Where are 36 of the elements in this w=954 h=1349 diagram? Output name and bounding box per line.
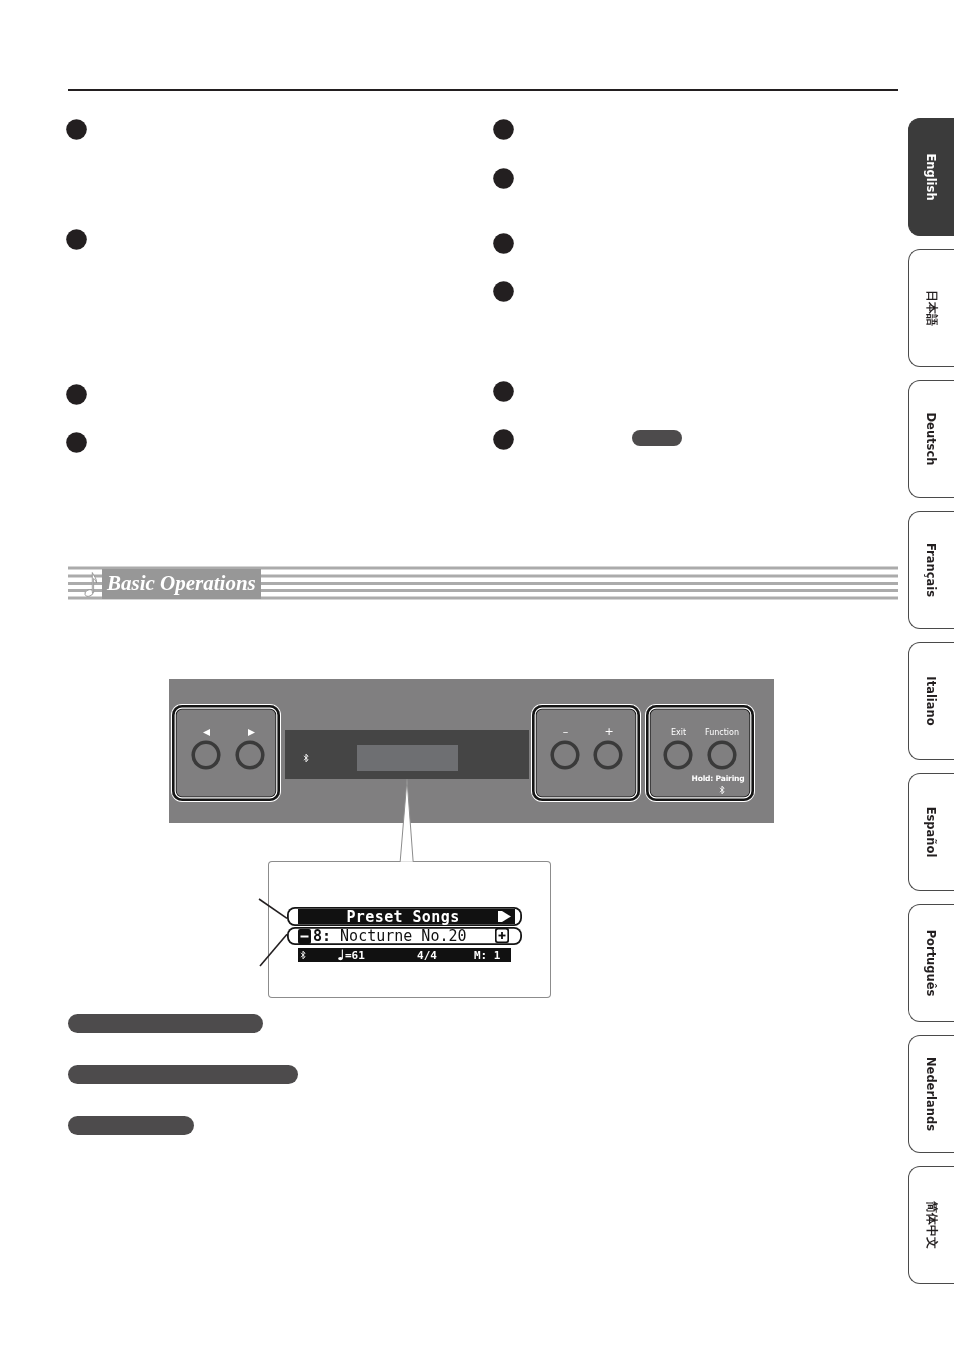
button-frame (646, 705, 754, 801)
button-label: – (562, 724, 569, 738)
pill-bar (632, 430, 682, 446)
button-label: Function (705, 727, 739, 737)
display-line (287, 907, 522, 926)
button-frame (532, 705, 640, 801)
pill-bar (68, 1065, 298, 1084)
lcd-window (357, 745, 458, 771)
language-tab: Italiano (908, 642, 954, 760)
language-tab: English (908, 118, 954, 236)
pill-bar (68, 1014, 263, 1033)
display-line (287, 926, 522, 945)
language-tab: Deutsch (908, 380, 954, 498)
leader-line (258, 898, 288, 920)
leader-line (259, 933, 288, 967)
language-tab: 日本語 (908, 249, 954, 367)
status-text: M: 1 (474, 948, 501, 962)
language-tab: Nederlands (908, 1035, 954, 1153)
status-text: =61 (345, 948, 365, 962)
control-panel (169, 679, 774, 823)
status-text: 4/4 (417, 948, 437, 962)
language-tab: 简体中文 (908, 1166, 954, 1284)
language-tab: Français (908, 511, 954, 629)
display-text: 8: Nocturne No.20 (313, 927, 467, 945)
language-tab: Español (908, 773, 954, 891)
button-label: Exit (671, 727, 687, 737)
pill-bar (68, 1116, 194, 1135)
button-label: + (604, 724, 614, 738)
highlight-bar: Preset Songs (298, 909, 496, 924)
display-strip (285, 730, 529, 779)
language-tab: Português (908, 904, 954, 1022)
callout-pointer (399, 778, 414, 863)
callout-box (268, 861, 551, 998)
status-bar (298, 948, 511, 962)
button-frame (172, 705, 280, 801)
section-heading: Basic Operations (102, 569, 261, 599)
